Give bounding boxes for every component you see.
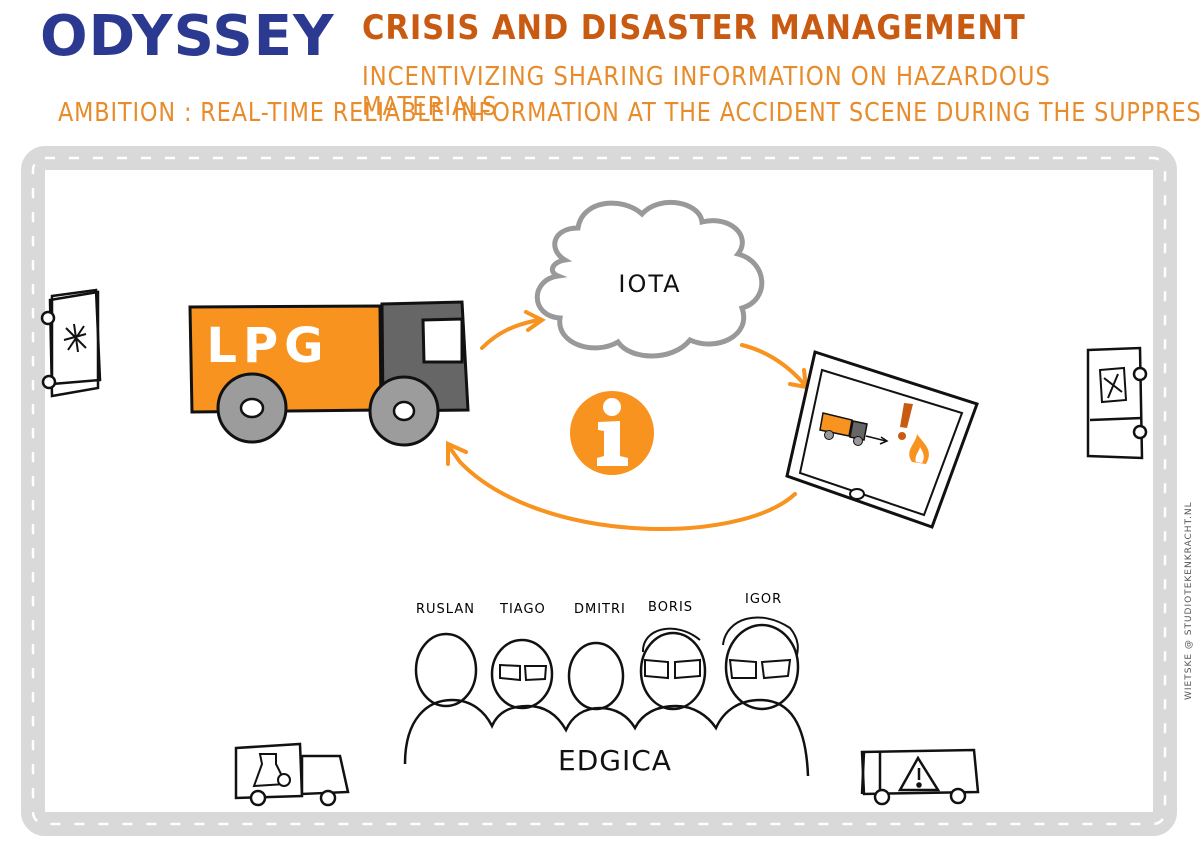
team-member-name: IGOR <box>745 592 783 607</box>
tablet-to-truck-arrow <box>448 446 797 531</box>
accident-truck-right-icon <box>1086 346 1148 460</box>
warning-exclamation-icon <box>900 403 913 428</box>
truck-to-cloud-arrowhead <box>524 310 546 332</box>
glasses-icon <box>499 663 548 682</box>
artist-credit: WIETSKE @ STUDIOTEKENKRACHT.NL <box>1184 501 1194 700</box>
road-border <box>21 146 1177 836</box>
team-member-name: DMITRI <box>574 602 626 617</box>
tablet-to-truck-arrowhead <box>446 440 468 466</box>
glasses-icon <box>644 658 701 680</box>
info-icon <box>570 391 654 475</box>
chemical-truck-bottom-left-icon <box>234 742 350 807</box>
member-head <box>567 641 625 711</box>
truck-to-cloud-arrow <box>480 318 540 350</box>
cloud-to-tablet-arrow <box>740 343 806 386</box>
team-member-name: BORIS <box>648 600 694 615</box>
page-subtitle: INCENTIVIZING SHARING INFORMATION ON HAZ… <box>362 62 1051 122</box>
fire-icon <box>909 434 929 464</box>
member-head <box>490 638 554 710</box>
tablet-home-button-icon <box>849 488 865 500</box>
member-head <box>724 623 800 711</box>
team-member-name: RUSLAN <box>416 602 475 617</box>
glasses-icon <box>728 658 792 680</box>
tablet-device <box>785 350 979 529</box>
member-head <box>414 632 478 708</box>
page-title: CRISIS AND DISASTER MANAGEMENT <box>362 8 1026 48</box>
mini-truck-icon <box>819 412 868 446</box>
team-label: EDGICA <box>558 744 672 777</box>
odyssey-logo: ODYSSEY <box>40 4 335 69</box>
iota-cloud: IOTA <box>534 199 765 359</box>
truck-label: LPG <box>206 318 329 374</box>
lpg-truck: LPG <box>188 300 470 447</box>
team-illustration <box>403 616 810 777</box>
ambition-statement: AMBITION : REAL-TIME RELIABLE INFORMATIO… <box>58 98 1200 128</box>
fan-truck-left-icon <box>40 288 102 398</box>
cloud-label: IOTA <box>618 270 681 298</box>
hazard-truck-bottom-right-icon <box>860 748 980 806</box>
member-head <box>639 631 707 711</box>
team-member-name: TIAGO <box>500 602 546 617</box>
